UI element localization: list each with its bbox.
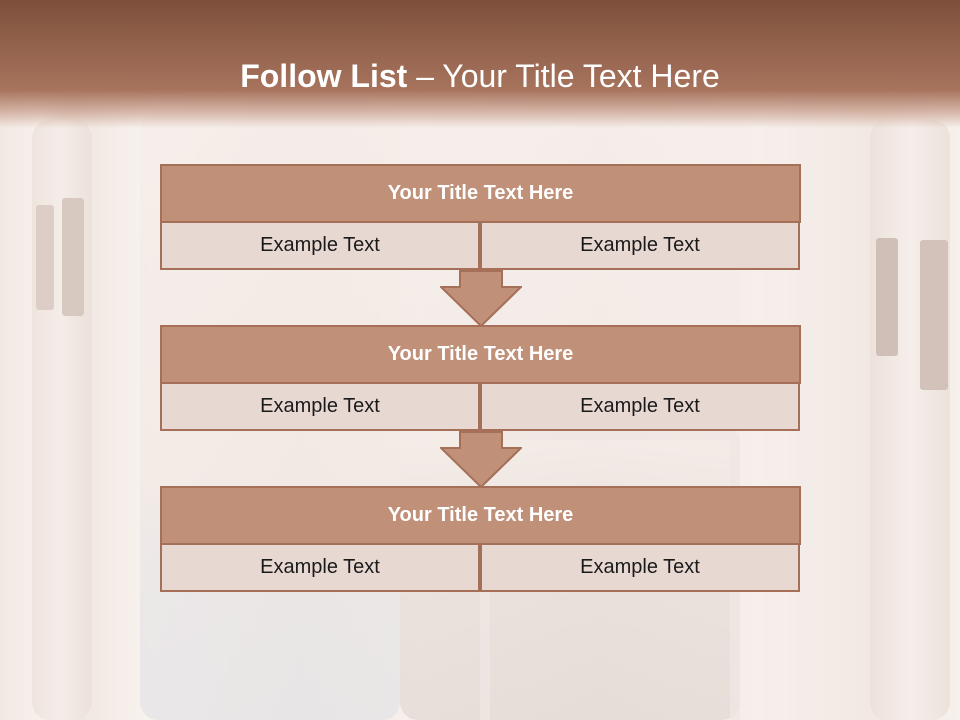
background-door-handle — [920, 240, 948, 390]
list-block-left-cell: Example Text — [160, 221, 480, 270]
list-block-right-cell: Example Text — [480, 382, 800, 431]
down-arrow-icon — [440, 431, 522, 489]
list-block-left-cell: Example Text — [160, 382, 480, 431]
background-door-handle — [62, 198, 84, 316]
list-block-left-cell: Example Text — [160, 543, 480, 592]
list-block-right-cell: Example Text — [480, 221, 800, 270]
list-block-right-cell: Example Text — [480, 543, 800, 592]
slide-title: Follow List – Your Title Text Here — [0, 52, 960, 100]
background-door-handle — [36, 205, 54, 310]
background-door-right — [870, 120, 950, 720]
background-door-handle — [876, 238, 898, 356]
slide-title-rest: – Your Title Text Here — [407, 58, 720, 94]
slide-title-bold: Follow List — [240, 58, 408, 94]
title-bar — [0, 0, 960, 128]
list-block-title: Your Title Text Here — [160, 164, 801, 223]
list-block-title: Your Title Text Here — [160, 486, 801, 545]
down-arrow-icon — [440, 270, 522, 328]
list-block-title: Your Title Text Here — [160, 325, 801, 384]
